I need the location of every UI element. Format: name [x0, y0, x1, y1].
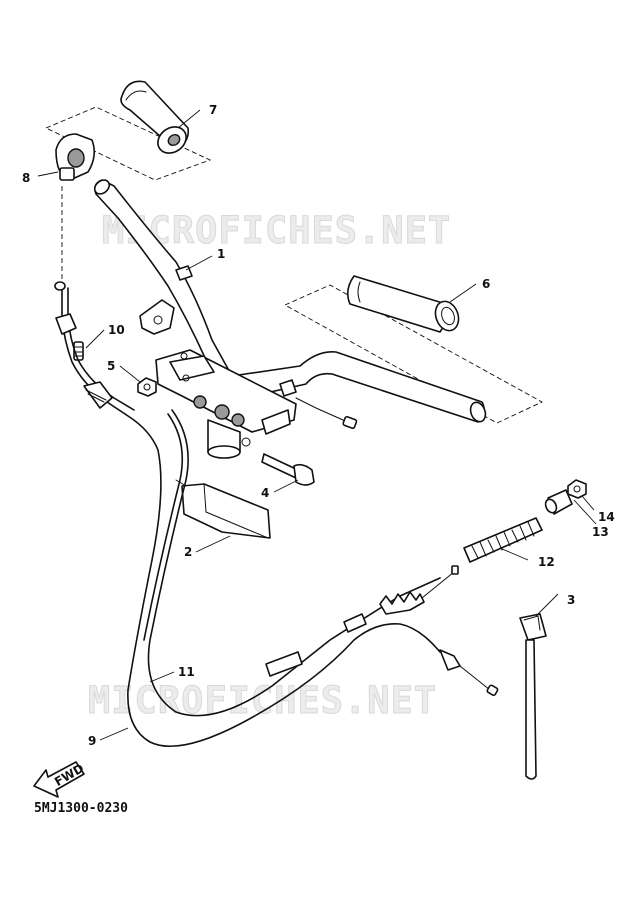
callout-6: 6	[482, 277, 490, 291]
callout-1: 1	[217, 247, 225, 261]
right-grip	[346, 275, 460, 333]
spring-12	[463, 517, 543, 563]
nut-14	[567, 479, 587, 499]
callout-11: 11	[178, 665, 195, 679]
grip-assembly-outline	[44, 106, 212, 280]
nut-5	[137, 377, 157, 397]
joint-13	[544, 489, 573, 515]
callout-13: 13	[592, 525, 609, 539]
callout-8: 8	[22, 171, 30, 185]
throttle-housing	[55, 133, 96, 181]
leader-lines	[37, 109, 597, 741]
right-grip-outline	[283, 284, 543, 424]
callout-3: 3	[567, 593, 575, 607]
callout-14: 14	[598, 510, 615, 524]
cable-tie-3	[519, 613, 547, 780]
callout-2: 2	[184, 545, 192, 559]
callout-9: 9	[88, 734, 96, 748]
cover-plate	[175, 479, 271, 539]
bolt-4	[241, 437, 315, 486]
callout-4: 4	[261, 486, 269, 500]
watermark-bottom: MICROFICHES.NET	[88, 679, 437, 722]
left-grip	[120, 80, 190, 154]
callout-10: 10	[108, 323, 125, 337]
fwd-arrow-icon: FWD	[33, 761, 86, 798]
throttle-cable-9	[54, 281, 499, 748]
handlebar	[93, 179, 487, 423]
callout-5: 5	[107, 359, 115, 373]
handle-crown	[155, 349, 358, 459]
diagram-code: 5MJ1300-0230	[34, 801, 128, 816]
callout-7: 7	[209, 103, 217, 117]
brake-cable-11	[143, 409, 459, 717]
callout-12: 12	[538, 555, 555, 569]
